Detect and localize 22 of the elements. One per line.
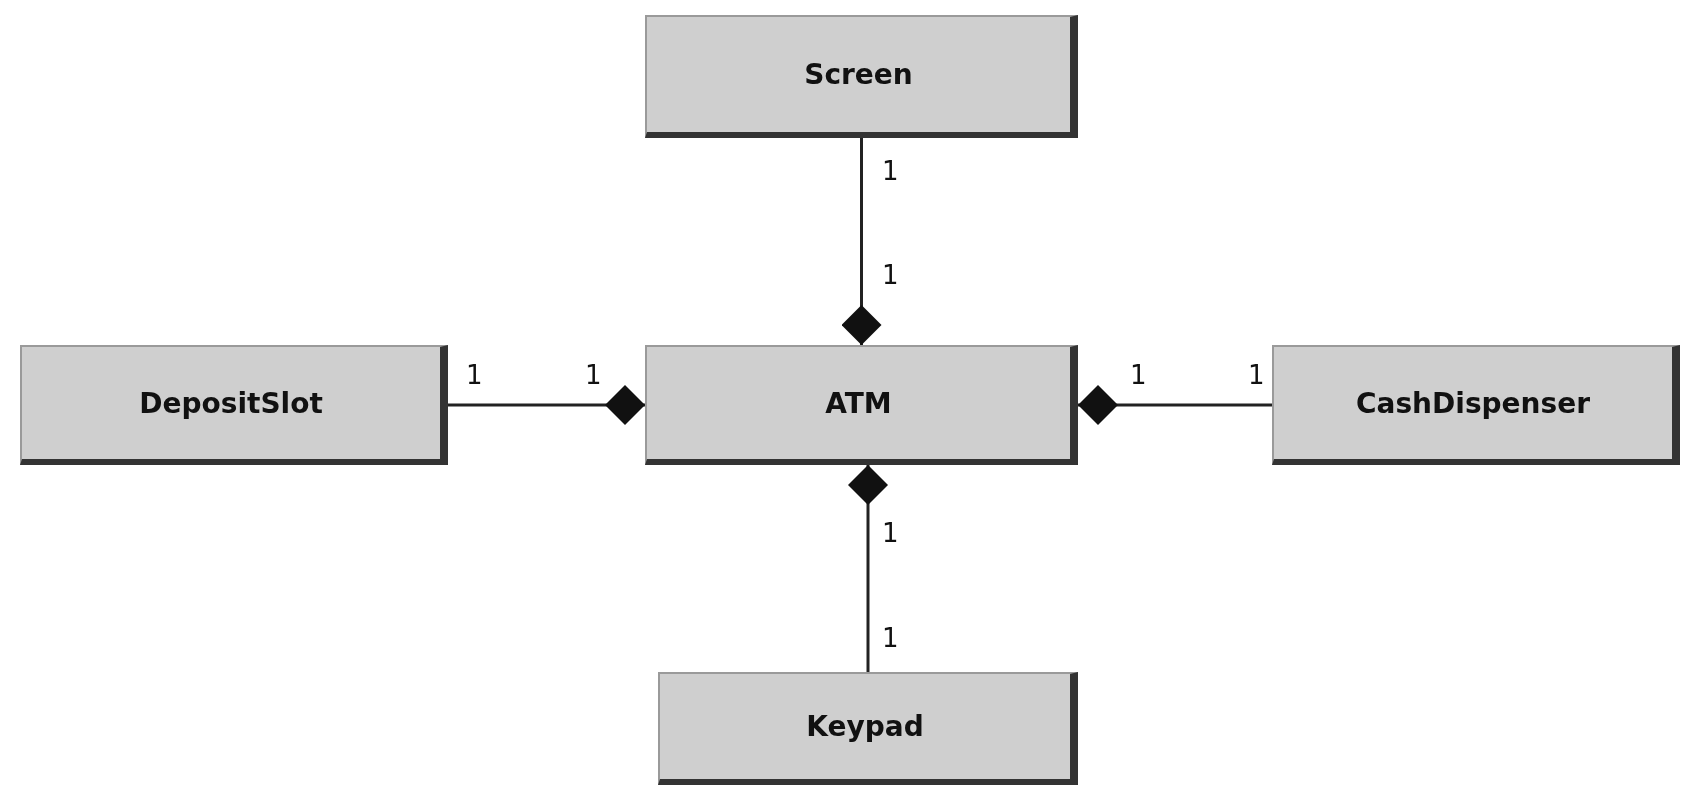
multiplicity-label: 1 (1130, 362, 1147, 388)
multiplicity-label: 1 (882, 520, 899, 546)
multiplicity-label: 1 (882, 262, 899, 288)
composition-line (841, 138, 882, 345)
class-name: Keypad (806, 710, 924, 743)
class-box (20, 345, 448, 465)
multiplicity-label: 1 (882, 158, 899, 184)
class-box (1272, 345, 1680, 465)
class-name: DepositSlot (139, 386, 323, 420)
class-name: Screen (804, 58, 913, 91)
multiplicity-label: 1 (1248, 362, 1265, 388)
class-box (658, 672, 1078, 785)
class-name: ATM (825, 386, 892, 420)
multiplicity-label: 1 (585, 362, 602, 388)
composition-line (448, 385, 645, 425)
multiplicity-label: 1 (882, 625, 899, 651)
composition-line (1078, 385, 1272, 425)
composition-line (848, 465, 888, 672)
multiplicity-label: 1 (466, 362, 483, 388)
class-box (645, 345, 1078, 465)
class-box (645, 15, 1078, 138)
class-name: CashDispenser (1356, 386, 1590, 420)
